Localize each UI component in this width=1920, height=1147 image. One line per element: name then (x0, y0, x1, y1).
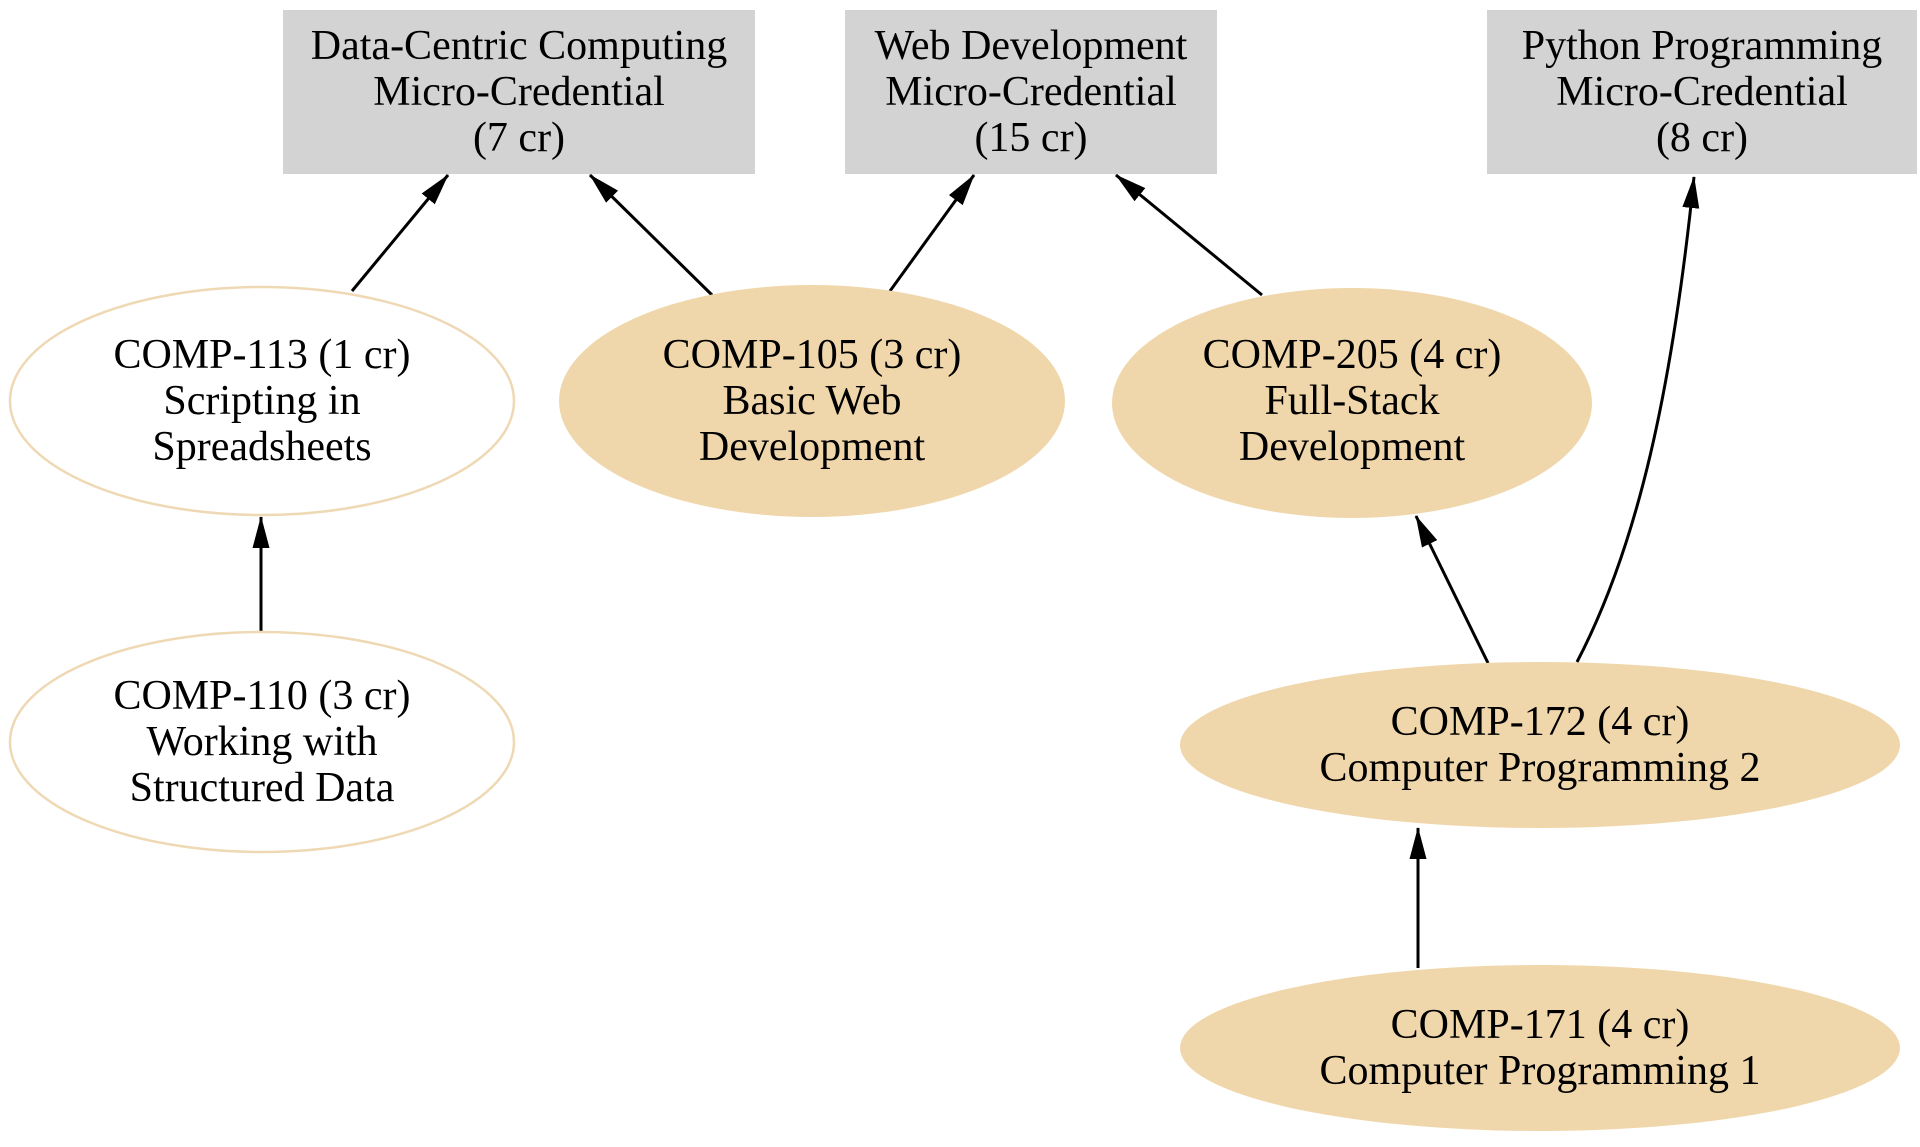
course-ellipse-comp171 (1180, 965, 1900, 1131)
credential-box-data-centric-mc (283, 10, 755, 174)
course-label-line: COMP-171 (4 cr) (1391, 1002, 1690, 1048)
course-label-line: COMP-205 (4 cr) (1203, 332, 1502, 378)
course-label-line: Scripting in (163, 378, 360, 424)
course-node-comp113: COMP-113 (1 cr) Scripting in Spreadsheet… (8, 285, 516, 517)
credential-label-line: (7 cr) (473, 115, 565, 161)
credential-box-web-dev-mc (845, 10, 1217, 174)
course-label-line: Full-Stack (1265, 378, 1440, 424)
course-ellipse-comp105 (559, 285, 1065, 517)
credential-label-line: Micro-Credential (1556, 69, 1848, 115)
edge-comp205-to-web-dev-mc (1115, 173, 1263, 297)
course-ellipse-comp113 (8, 285, 516, 517)
credential-node-python-mc: Python Programming Micro-Credential (8 c… (1487, 10, 1917, 174)
course-label-line: COMP-113 (1 cr) (113, 332, 410, 378)
credential-node-data-centric-mc: Data-Centric Computing Micro-Credential … (283, 10, 755, 174)
credential-label-line: Micro-Credential (885, 69, 1177, 115)
course-label-line: Development (1239, 424, 1466, 470)
course-node-comp205: COMP-205 (4 cr) Full-Stack Development (1112, 288, 1592, 518)
edge-comp105-to-web-dev-mc (888, 174, 976, 292)
course-label-line: Basic Web (723, 378, 902, 424)
course-ellipse-comp205 (1112, 288, 1592, 518)
course-node-comp105: COMP-105 (3 cr) Basic Web Development (559, 285, 1065, 517)
credential-label-line: Python Programming (1522, 23, 1883, 69)
course-label-line: COMP-110 (3 cr) (113, 673, 410, 719)
edge-comp172-to-python-mc (1575, 176, 1700, 663)
course-label-line: COMP-172 (4 cr) (1391, 699, 1690, 745)
course-label-line: Structured Data (130, 765, 395, 811)
edge-comp172-to-comp205 (1414, 515, 1490, 664)
course-node-comp171: COMP-171 (4 cr) Computer Programming 1 (1180, 965, 1900, 1131)
course-ellipse-comp172 (1180, 662, 1900, 828)
course-node-comp172: COMP-172 (4 cr) Computer Programming 2 (1180, 662, 1900, 828)
credential-label-line: Data-Centric Computing (311, 23, 727, 69)
course-label-line: Computer Programming 1 (1320, 1048, 1761, 1094)
course-label-line: Working with (146, 719, 377, 765)
course-ellipse-comp110 (8, 630, 516, 854)
credential-box-python-mc (1487, 10, 1917, 174)
edge-group (252, 173, 1700, 968)
edge-comp105-to-data-centric-mc (588, 173, 714, 297)
course-node-comp110: COMP-110 (3 cr) Working with Structured … (8, 630, 516, 854)
credential-label-line: Micro-Credential (373, 69, 665, 115)
course-label-line: COMP-105 (3 cr) (663, 332, 962, 378)
credential-node-web-dev-mc: Web Development Micro-Credential (15 cr) (845, 10, 1217, 174)
course-label-line: Computer Programming 2 (1320, 745, 1761, 791)
course-label-line: Development (699, 424, 926, 470)
credential-label-line: Web Development (875, 23, 1188, 69)
edge-comp113-to-data-centric-mc (350, 174, 450, 292)
credential-label-line: (8 cr) (1656, 115, 1748, 161)
credential-label-line: (15 cr) (974, 115, 1087, 161)
course-label-line: Spreadsheets (152, 424, 371, 470)
